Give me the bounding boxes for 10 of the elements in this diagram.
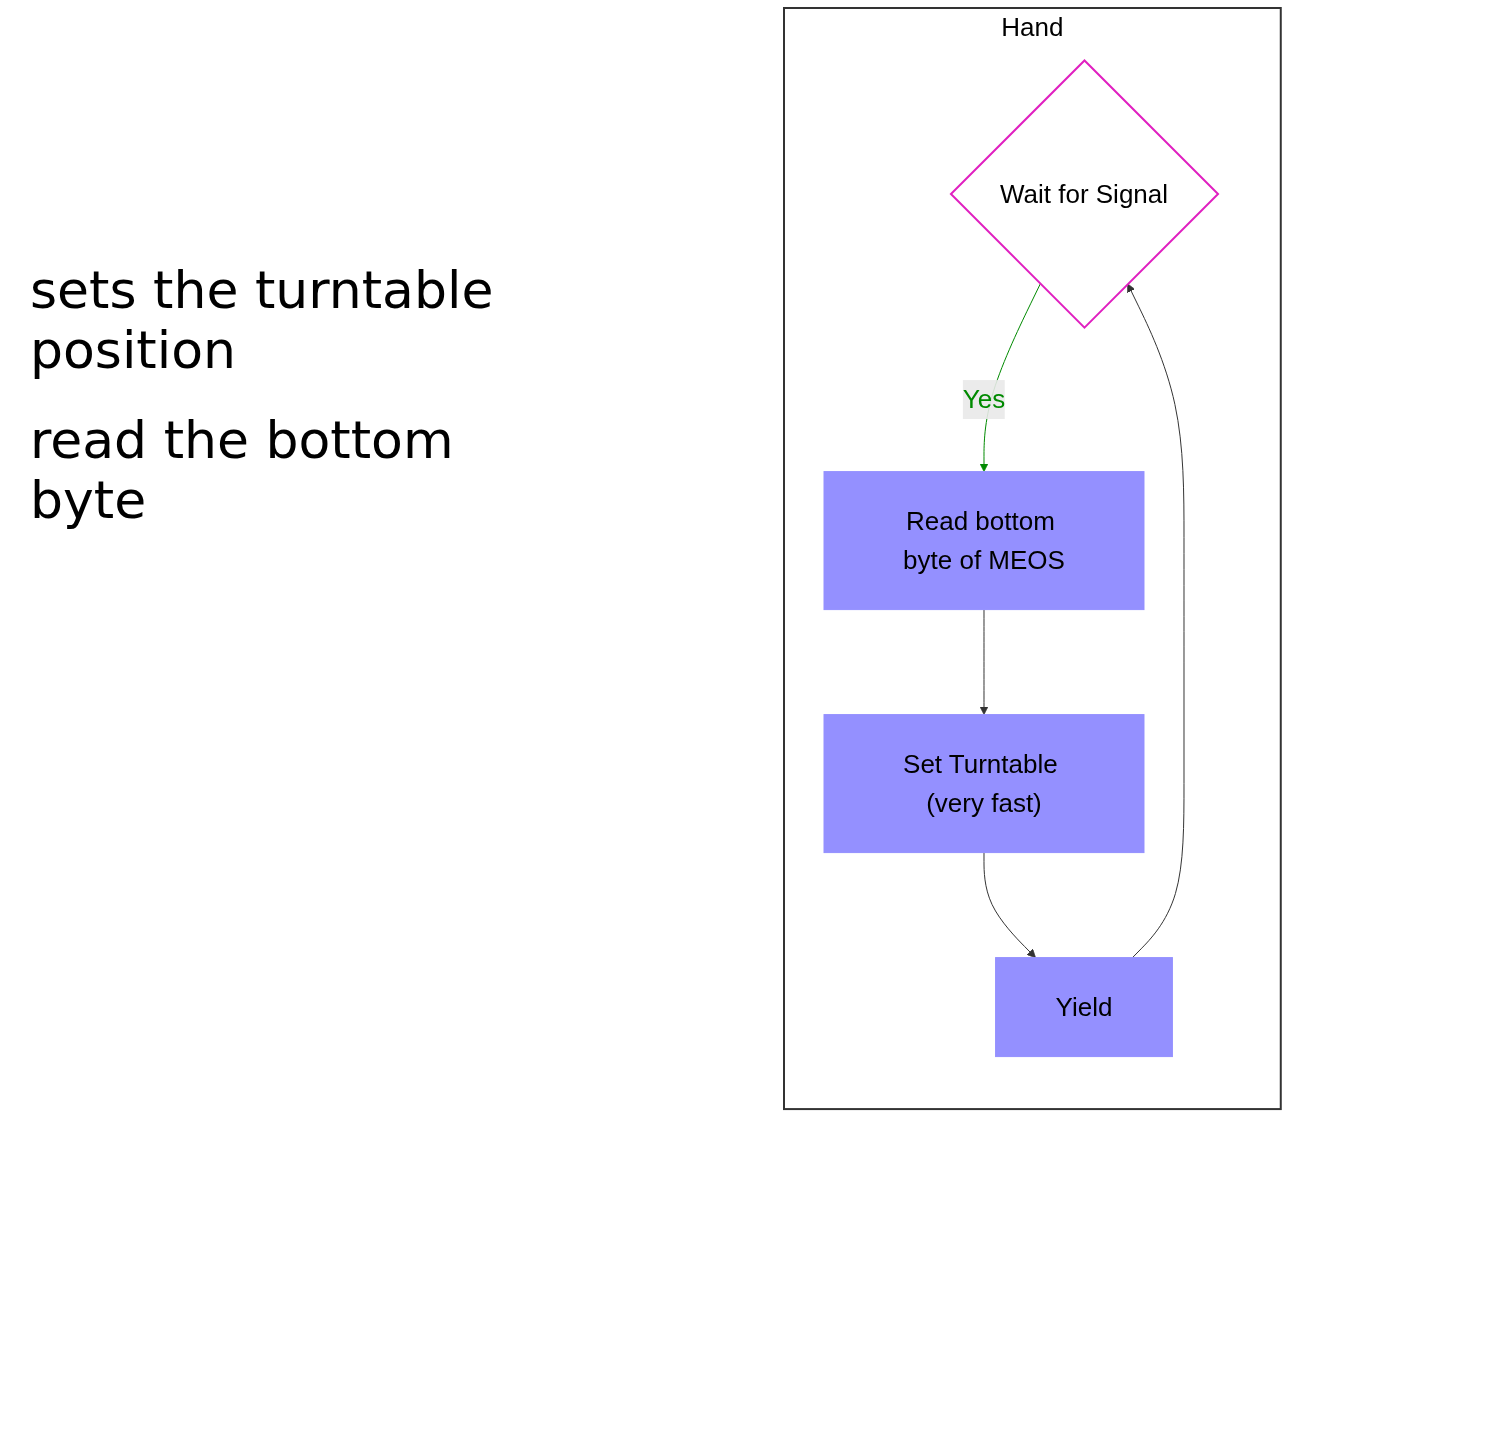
node-box: Yield <box>995 957 1174 1058</box>
edge-label: Yes <box>962 384 1006 415</box>
arrow <box>1127 283 1185 959</box>
node-box: Read bottom byte of MEOS <box>823 471 1145 611</box>
node-diamond: Wait for Signal <box>949 59 1220 329</box>
arrow <box>979 609 989 715</box>
node-box: Set Turntable (very fast) <box>823 714 1145 854</box>
note-text: read the bottom byte <box>30 410 455 530</box>
note-text: sets the turntable position <box>30 260 495 380</box>
arrow <box>983 852 1036 958</box>
